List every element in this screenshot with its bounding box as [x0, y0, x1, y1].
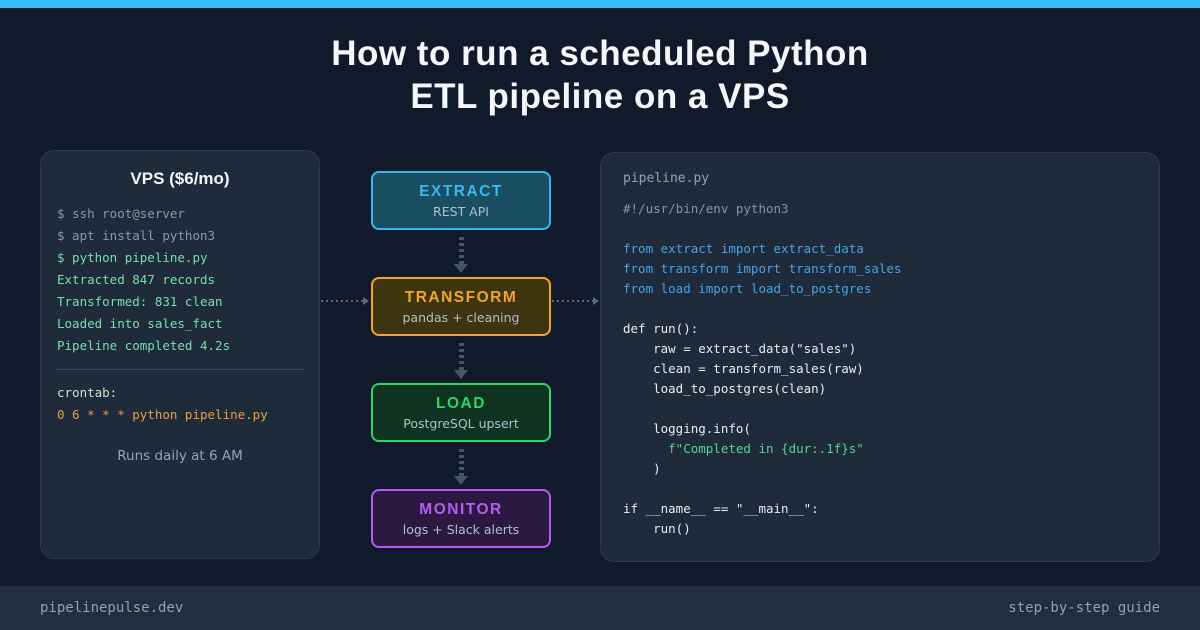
footer-site: pipelinepulse.dev: [40, 600, 184, 616]
title-line-1: How to run a scheduled Python: [331, 34, 869, 73]
arrow-shaft: [458, 448, 464, 476]
step-label: EXTRACT: [419, 182, 503, 200]
flow-step-extract: EXTRACT REST API: [371, 171, 551, 230]
connector-transform-to-code: [552, 297, 599, 305]
terminal-line: Extracted 847 records: [57, 272, 216, 287]
terminal-output: $ ssh root@server $ apt install python3 $ …: [57, 203, 303, 357]
arrow-right-icon: [593, 297, 599, 305]
arrow-head: [454, 263, 468, 273]
step-label: MONITOR: [419, 500, 503, 518]
code-panel: pipeline.py #!/usr/bin/env python3 from e…: [600, 152, 1160, 562]
step-subtitle: REST API: [433, 203, 489, 219]
code-line: f"Completed in {dur:.1f}s": [623, 441, 864, 456]
arrow-right-icon: [363, 297, 369, 305]
flow-step-load: LOAD PostgreSQL upsert: [371, 383, 551, 442]
code-line: ): [623, 461, 661, 476]
terminal-line: Pipeline completed 4.2s: [57, 338, 231, 353]
step-subtitle: logs + Slack alerts: [402, 521, 520, 537]
vps-terminal-panel: VPS ($6/mo) $ ssh root@server $ apt insta…: [40, 150, 320, 559]
terminal-line: $ ssh root@server: [57, 206, 185, 221]
arrow-down-icon: [371, 230, 551, 277]
code-line: [623, 299, 1137, 319]
step-label: TRANSFORM: [404, 288, 518, 306]
code-line: [623, 479, 1137, 499]
title-line-2: ETL pipeline on a VPS: [410, 77, 790, 116]
code-line: from transform import transform_sales: [623, 261, 902, 276]
code-line: clean = transform_sales(raw): [623, 361, 864, 376]
arrow-shaft: [458, 342, 464, 370]
dotted-line: [321, 300, 363, 302]
etl-flowchart: EXTRACT REST API TRANSFORM pandas + cleanin…: [371, 171, 551, 548]
flow-step-monitor: MONITOR logs + Slack alerts: [371, 489, 551, 548]
crontab-entry: 0 6 * * * python pipeline.py: [57, 407, 268, 422]
arrow-head: [454, 475, 468, 485]
terminal-line: $ python pipeline.py: [57, 250, 208, 265]
code-line: logging.info(: [623, 421, 751, 436]
arrow-head: [454, 369, 468, 379]
footer-tagline: step-by-step guide: [1008, 600, 1160, 616]
code-line: from load import load_to_postgres: [623, 281, 872, 296]
arrow-down-icon: [371, 336, 551, 383]
code-line: def run():: [623, 321, 699, 336]
step-subtitle: PostgreSQL upsert: [403, 415, 519, 431]
connector-terminal-to-transform: [321, 297, 369, 305]
code-content: #!/usr/bin/env python3 from extract impor…: [623, 199, 1137, 539]
top-accent-bar: [0, 0, 1200, 8]
code-line: load_to_postgres(clean): [623, 381, 827, 396]
step-label: LOAD: [436, 394, 486, 412]
code-line: raw = extract_data("sales"): [623, 341, 857, 356]
code-line: from extract import extract_data: [623, 241, 864, 256]
terminal-line: $ apt install python3: [57, 228, 216, 243]
schedule-note: Runs daily at 6 AM: [117, 448, 243, 464]
footer: pipelinepulse.dev step-by-step guide: [0, 586, 1200, 630]
crontab-label: crontab:: [57, 385, 118, 400]
terminal-divider: [57, 369, 303, 370]
dotted-line: [552, 300, 593, 302]
arrow-shaft: [458, 236, 464, 264]
terminal-line: Loaded into sales_fact: [57, 316, 223, 331]
arrow-down-icon: [371, 442, 551, 489]
code-line: if __name__ == "__main__":: [623, 501, 819, 516]
code-filename: pipeline.py: [623, 171, 710, 186]
terminal-title: VPS ($6/mo): [130, 169, 230, 188]
code-line: run(): [623, 521, 691, 536]
terminal-line: Transformed: 831 clean: [57, 294, 223, 309]
flow-step-transform: TRANSFORM pandas + cleaning: [371, 277, 551, 336]
code-line: [623, 219, 1137, 239]
code-line: [623, 399, 1137, 419]
code-line: #!/usr/bin/env python3: [623, 201, 789, 216]
step-subtitle: pandas + cleaning: [402, 309, 520, 325]
